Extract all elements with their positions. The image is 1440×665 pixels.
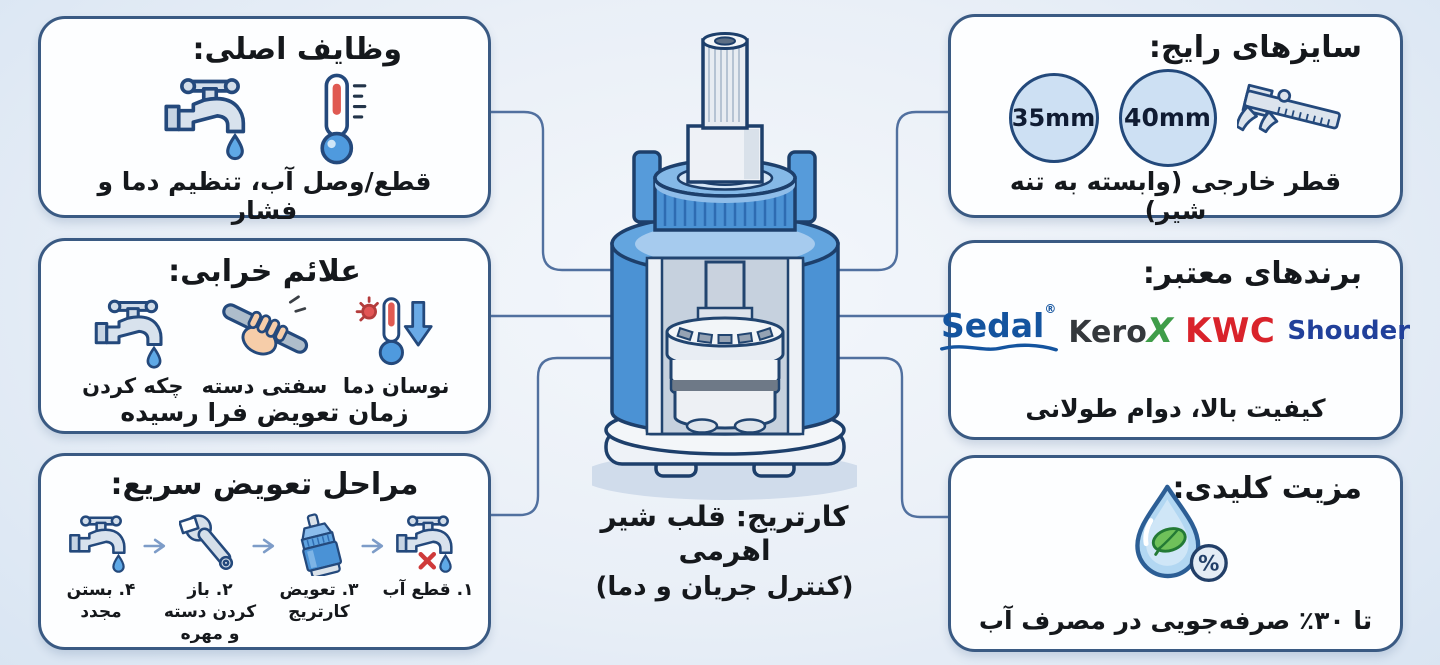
replacement-steps-title: مراحل تعویض سریع: [110, 467, 419, 502]
step-label: ۱. قطع آب [382, 579, 474, 600]
step-close-again: ۴. بستن مجدد [55, 512, 148, 623]
temperature-fluctuation-icon [355, 295, 433, 365]
cartridge-icon [300, 512, 343, 576]
percent-badge [1189, 543, 1228, 582]
kerox-logo: KeroX [1068, 314, 1173, 348]
card-key-benefit: مزیت کلیدی: % تا ۳۰٪ صرفه‌جویی در مصرف آ… [948, 455, 1403, 652]
common-sizes-row: 40mm 35mm [977, 68, 1374, 167]
card-common-sizes: سایزهای رایج: 40mm 35mm قطر خارجی (وابست… [948, 14, 1403, 225]
kerox-logo-text: Kero [1068, 315, 1147, 350]
kwc-logo: KWC [1185, 311, 1276, 351]
failure-label: سفتی دسته [201, 373, 328, 398]
stiff-handle-icon [221, 294, 308, 355]
size-badge-40mm: 40mm [1118, 68, 1217, 167]
wrench-icon [179, 513, 234, 570]
connector-sizes [826, 110, 951, 272]
step-shut-off-water: ۱. قطع آب [382, 512, 475, 601]
step-open-handle: ۲. باز کردن دسته و مهره [164, 512, 257, 645]
failure-signs-row: نوسان دما سفتی دسته [67, 294, 462, 398]
caption-line1: کارتریج: قلب شیر اهرمی [600, 500, 849, 567]
cartridge-illustration-svg [580, 32, 872, 500]
card-main-functions: وظایف اصلی: قطع/وصل آب، تنظیم دما و فشار [38, 16, 491, 225]
failure-signs-footer: زمان تعویض فرا رسیده [120, 397, 409, 427]
brands-footer: کیفیت بالا، دوام طولانی [1025, 394, 1326, 423]
red-x-icon [418, 551, 437, 570]
key-benefit-footer: تا ۳۰٪ صرفه‌جویی در مصرف آب [978, 606, 1373, 635]
key-benefit-title: مزیت کلیدی: [1172, 471, 1362, 506]
card-replacement-steps: مراحل تعویض سریع: ۱. قطع آب [38, 453, 491, 650]
connector-steps [489, 356, 617, 517]
size-badge-35mm: 35mm [1008, 72, 1099, 163]
step-replace-cartridge: ۳. تعویض کارتریج [273, 512, 366, 623]
dripping-faucet-icon [94, 299, 163, 369]
step-label: ۴. بستن مجدد [66, 579, 136, 622]
faucet-drip-icon [163, 77, 245, 160]
kerox-logo-x: X [1146, 311, 1174, 351]
connector-functions [489, 110, 617, 272]
sedal-logo-text: Sedal [940, 305, 1045, 345]
failure-item-drip: چکه کردن [67, 297, 199, 398]
leaf-icon [1151, 526, 1187, 556]
card-brands: برندهای معتبر: Sedal® KeroX KWC Shouder … [939, 240, 1410, 440]
thermometer-icon [319, 73, 366, 164]
failure-signs-title: علائم خرابی: [168, 254, 361, 289]
card-failure-signs: علائم خرابی: نوسان دما [38, 238, 491, 434]
main-functions-icons [67, 71, 462, 167]
faucet-drip-icon [69, 514, 126, 573]
main-functions-title: وظایف اصلی: [192, 32, 402, 67]
replacement-steps-row: ۱. قطع آب ۳. تعویض کار [53, 512, 476, 645]
brands-row: Sedal® KeroX KWC Shouder [939, 303, 1410, 354]
center-caption: کارتریج: قلب شیر اهرمی (کنترل جریان و دم… [552, 500, 897, 602]
sedal-wave-icon [939, 343, 1058, 351]
percent-badge-text: % [1198, 551, 1219, 576]
arrow-right-icon [142, 538, 165, 553]
common-sizes-title: سایزهای رایج: [1148, 30, 1362, 65]
caption-line2: (کنترل جریان و دما) [595, 572, 854, 603]
sedal-logo: Sedal® [939, 303, 1058, 354]
failure-item-handle: سفتی دسته [199, 294, 331, 398]
registered-mark: ® [1044, 301, 1057, 316]
faucet-off-icon [396, 514, 453, 573]
failure-item-temperature: نوسان دما [330, 295, 462, 398]
failure-label: چکه کردن [82, 373, 184, 398]
shouder-logo: Shouder [1287, 316, 1411, 346]
main-functions-footer: قطع/وصل آب، تنظیم دما و فشار [97, 166, 432, 225]
cartridge-cutaway-illustration [580, 28, 872, 506]
step-label: ۳. تعویض کارتریج [279, 579, 359, 622]
arrow-right-icon [251, 538, 274, 553]
step-label: ۲. باز کردن دسته و مهره [163, 579, 257, 644]
key-benefit-icon-row: % [977, 482, 1374, 590]
brands-title: برندهای معتبر: [1142, 256, 1362, 291]
common-sizes-footer: قطر خارجی (وابسته به تنه شیر) [1009, 166, 1342, 225]
caliper-icon [1236, 83, 1341, 133]
connector-benefit [826, 356, 951, 519]
water-drop-leaf-icon: % [1134, 484, 1228, 582]
failure-label: نوسان دما [342, 373, 450, 398]
arrow-right-icon [360, 538, 383, 553]
